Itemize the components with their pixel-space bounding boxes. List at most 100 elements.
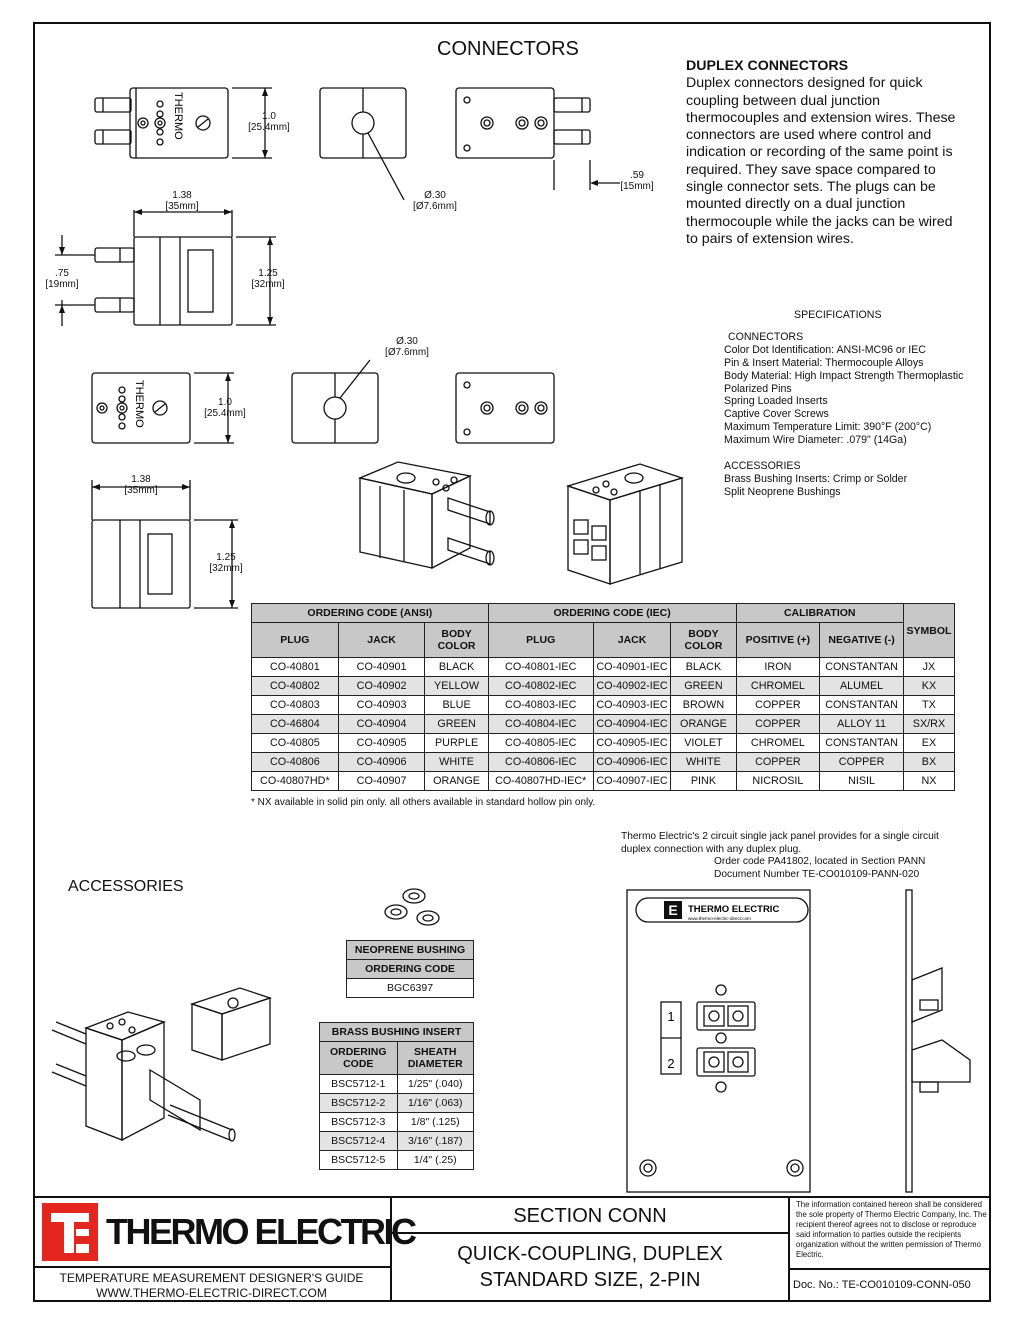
panel-doc-number: Document Number TE-CO010109-PANN-020 [714,868,920,880]
table-cell: NISIL [819,771,904,791]
table-cell: BSC5712-3 [319,1112,398,1132]
header-plug: PLUG [487,622,594,658]
table-cell: GREEN [424,714,489,734]
table-cell: CO-40801-IEC [487,657,594,677]
description-line: indication or recording of the same poin… [686,144,953,161]
table-cell: CO-40806 [251,752,339,772]
table-cell: JX [902,657,956,677]
page-frame [33,22,991,1302]
header-plug: PLUG [251,622,339,658]
dim-depth: 1.25[32mm] [251,268,285,290]
table-cell: CO-40806-IEC [487,752,594,772]
table-cell: CHROMEL [735,733,821,753]
table-cell: ALLOY 11 [819,714,904,734]
ordering-table: ORDERING CODE (ANSI) ORDERING CODE (IEC)… [251,603,956,791]
description-line: Duplex connectors designed for quick [686,75,923,92]
spec-item: Captive Cover Screws [724,408,829,421]
table-cell: NICROSIL [735,771,821,791]
spec-item: Brass Bushing Inserts: Crimp or Solder [724,472,908,485]
table-cell: TX [902,695,956,715]
table-cell: KX [902,676,956,696]
table-cell: 1/8" (.125) [396,1112,474,1132]
header-ansi: ORDERING CODE (ANSI) [251,603,489,623]
table-cell: CO-40905 [337,733,426,753]
header-calibration: CALIBRATION [735,603,904,623]
table-cell: WHITE [424,752,489,772]
table-cell: IRON [735,657,821,677]
description-line: coupling between dual junction [686,92,881,109]
neoprene-table: NEOPRENE BUSHING ORDERING CODE BGC6397 [346,940,474,998]
dim-jack-depth: 1.25[32mm] [209,552,243,574]
table-cell: ORANGE [670,714,737,734]
logo-text: THERMO ELECTRIC [106,1211,417,1252]
table-cell: SX/RX [902,714,956,734]
table-cell: CO-40807HD* [251,771,339,791]
document-title: QUICK-COUPLING, DUPLEX STANDARD SIZE, 2-… [457,1243,723,1291]
table-cell: 1/25" (.040) [396,1074,474,1094]
brass-table: BRASS BUSHING INSERT ORDERING CODE SHEAT… [319,1022,474,1170]
brass-col-code: ORDERING CODE [319,1041,398,1075]
table-cell: CO-40902-IEC [592,676,672,696]
table-cell: CO-40904-IEC [592,714,672,734]
brass-title: BRASS BUSHING INSERT [319,1022,474,1042]
website-url[interactable]: WWW.THERMO-ELECTRIC-DIRECT.COM [96,1286,327,1300]
table-cell: CO-40803 [251,695,339,715]
table-cell: BROWN [670,695,737,715]
table-cell: WHITE [670,752,737,772]
description: DUPLEX CONNECTORS Duplex connectors desi… [686,58,986,248]
table-cell: NX [902,771,956,791]
table-cell: BLACK [670,657,737,677]
table-cell: COPPER [735,752,821,772]
table-cell: VIOLET [670,733,737,753]
neoprene-title: NEOPRENE BUSHING [346,940,474,960]
table-cell: PURPLE [424,733,489,753]
document-number: Doc. No.: TE-CO010109-CONN-050 [793,1279,971,1291]
header-negative: NEGATIVE (-) [819,622,904,658]
header-iec: ORDERING CODE (IEC) [487,603,737,623]
table-cell: CO-40906 [337,752,426,772]
description-line: connectors are used where control and [686,127,932,144]
spec-item: Maximum Wire Diameter: .079" (14Ga) [724,434,907,447]
description-heading: DUPLEX CONNECTORS [686,58,849,74]
header-jack: JACK [592,622,672,658]
table-cell: CO-40901 [337,657,426,677]
spec-item: Polarized Pins [724,382,792,395]
table-cell: CO-40901-IEC [592,657,672,677]
table-cell: CO-40904 [337,714,426,734]
table-cell: YELLOW [424,676,489,696]
table-cell: CO-40805-IEC [487,733,594,753]
spec-title: SPECIFICATIONS [794,309,882,321]
table-cell: CO-40802 [251,676,339,696]
neoprene-code: BGC6397 [346,978,474,998]
table-cell: CO-40906-IEC [592,752,672,772]
table-cell: BSC5712-4 [319,1131,398,1151]
header-body-color: BODY COLOR [424,622,489,658]
table-cell: CO-40804-IEC [487,714,594,734]
table-cell: BLUE [424,695,489,715]
description-line: mounted directly on a dual junction [686,196,906,213]
table-cell: COPPER [735,714,821,734]
table-cell: CONSTANTAN [819,657,904,677]
table-cell: CHROMEL [735,676,821,696]
dim-jack-width: 1.38[35mm] [124,474,158,496]
table-cell: CO-40803-IEC [487,695,594,715]
table-cell: CO-40902 [337,676,426,696]
dim-jack-hole-dia: Ø.30[Ø7.6mm] [385,336,429,358]
spec-item: Spring Loaded Inserts [724,395,828,408]
table-cell: CONSTANTAN [819,733,904,753]
spec-item: Color Dot Identification: ANSI-MC96 or I… [724,343,926,356]
spec-connectors-heading: CONNECTORS [728,330,804,343]
table-cell: BLACK [424,657,489,677]
dim-width: 1.38[35mm] [165,190,199,212]
table-cell: BX [902,752,956,772]
description-line: thermocouple while the jacks can be wire… [686,213,953,230]
table-cell: BSC5712-1 [319,1074,398,1094]
